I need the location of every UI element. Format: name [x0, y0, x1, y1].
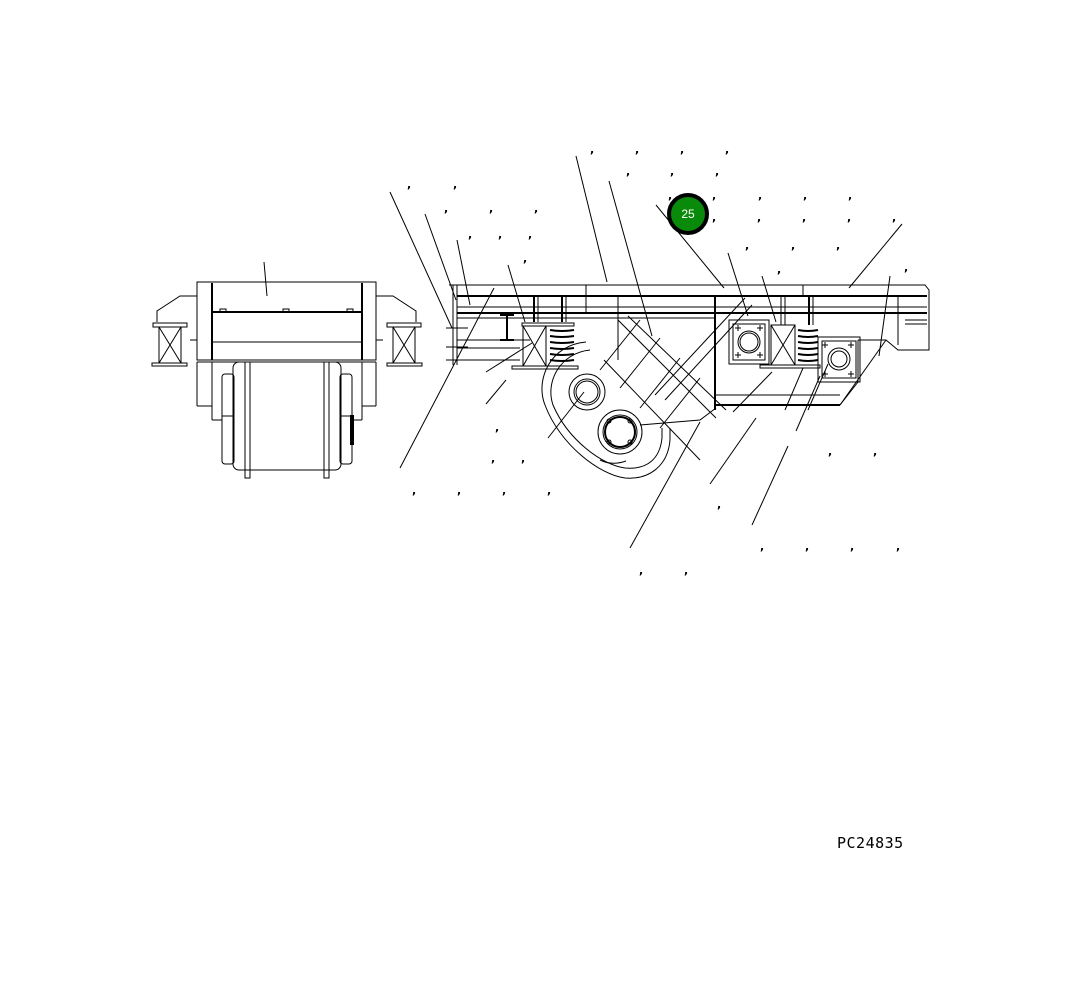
leader-line — [547, 391, 585, 439]
leader-lines — [263, 155, 903, 549]
callout-separator: , — [521, 452, 526, 465]
leader-line — [848, 223, 903, 289]
callout-separator: , — [670, 165, 675, 178]
end-view — [151, 281, 423, 479]
callout-separator: , — [412, 484, 417, 497]
leader-line — [784, 367, 804, 411]
callout-separator: , — [457, 484, 462, 497]
callout-separator: , — [712, 211, 717, 224]
callout-separator: , — [684, 564, 689, 577]
side-view — [446, 284, 930, 479]
callout-separator: , — [528, 228, 533, 241]
leader-line — [878, 275, 891, 357]
leader-line — [263, 261, 268, 297]
callout-separator: , — [498, 228, 503, 241]
callout-separator: , — [468, 228, 473, 241]
leader-line — [608, 180, 653, 337]
callout-separator: , — [717, 498, 722, 511]
callout-separator: , — [453, 178, 458, 191]
leader-line — [507, 264, 526, 323]
callout-separator: , — [715, 165, 720, 178]
callout-separator: , — [534, 202, 539, 215]
leader-line — [795, 375, 821, 432]
callout-separator: , — [547, 484, 552, 497]
callout-separator: , — [489, 202, 494, 215]
callout-separator: , — [523, 252, 528, 265]
leader-line — [456, 239, 471, 306]
callout-separator: , — [777, 263, 782, 276]
drawing-id-label: PC24835 — [837, 834, 904, 852]
leader-line — [751, 445, 789, 526]
callout-separator: , — [590, 143, 595, 156]
callout-separator: , — [502, 484, 507, 497]
callout-separator: , — [407, 178, 412, 191]
callout-separator: , — [668, 189, 673, 202]
callout-separator: , — [495, 421, 500, 434]
callout-separator: , — [757, 211, 762, 224]
callout-separator: , — [491, 452, 496, 465]
leader-line — [629, 421, 701, 549]
callout-separator: , — [712, 189, 717, 202]
callout-separator: , — [680, 143, 685, 156]
callout-separator: , — [904, 261, 909, 274]
callout-separator: , — [850, 540, 855, 553]
callout-separator: , — [725, 143, 730, 156]
callout-separator: , — [803, 189, 808, 202]
leader-line — [389, 191, 453, 329]
callout-separator: , — [873, 445, 878, 458]
leader-line — [399, 287, 495, 469]
leader-line — [485, 342, 533, 373]
leader-line — [727, 252, 749, 317]
leader-line — [424, 213, 457, 301]
callout-separator: , — [635, 143, 640, 156]
leader-line — [575, 155, 608, 283]
callout-separator: , — [745, 239, 750, 252]
leader-line — [807, 363, 829, 411]
callout-separator: , — [626, 165, 631, 178]
callout-badge-label: 25 — [681, 207, 695, 221]
callout-separator: , — [847, 211, 852, 224]
callout-separator: , — [760, 540, 765, 553]
callout-separator: , — [848, 189, 853, 202]
callout-separator: , — [639, 564, 644, 577]
leader-line — [761, 275, 777, 323]
callout-separator: , — [896, 540, 901, 553]
callout-separator: , — [805, 540, 810, 553]
leader-line — [709, 417, 757, 485]
callout-separator: , — [892, 211, 897, 224]
leader-line — [485, 379, 507, 405]
leader-line — [732, 371, 773, 413]
callout-separator: , — [758, 189, 763, 202]
callout-separator: , — [828, 445, 833, 458]
callout-separator: , — [444, 202, 449, 215]
callout-separator: , — [791, 239, 796, 252]
callout-badge-25[interactable]: 25 — [667, 193, 709, 235]
callout-separator: , — [802, 211, 807, 224]
callout-separator: , — [836, 239, 841, 252]
